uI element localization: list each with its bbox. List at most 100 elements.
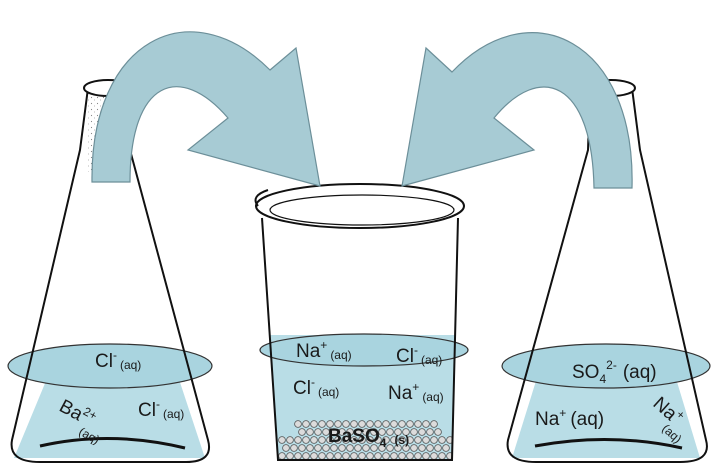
left-flask: [7, 79, 213, 463]
precipitate-particle: [390, 452, 398, 460]
precipitate-particle: [354, 444, 362, 452]
precipitate-particle: [318, 452, 326, 460]
precipitate-particle: [358, 436, 366, 444]
precipitate-particle: [378, 428, 386, 436]
precipitate-particle: [294, 452, 302, 460]
precipitate-particle: [338, 444, 346, 452]
precipitate-particle: [346, 444, 354, 452]
precipitate-particle: [374, 420, 382, 428]
precipitate-particle: [394, 444, 402, 452]
precipitate-particle: [390, 436, 398, 444]
precipitate-particle: [386, 444, 394, 452]
precipitate-particle: [334, 452, 342, 460]
right-flask-base-line: [534, 437, 683, 450]
precipitate-particle: [346, 428, 354, 436]
precipitate-particle: [286, 436, 294, 444]
precipitate-particle: [310, 420, 318, 428]
precipitate-particle: [378, 444, 386, 452]
precipitate-particle: [302, 436, 310, 444]
precipitate-particle: [358, 420, 366, 428]
precipitate-particle: [294, 420, 302, 428]
right-flask-liquid-surface: [501, 343, 711, 389]
precipitate-particle: [394, 428, 402, 436]
precipitate-particle: [398, 436, 406, 444]
precipitate-particle: [302, 420, 310, 428]
precipitate-particle: [426, 428, 434, 436]
precipitate-particle: [278, 436, 286, 444]
left-flask-body: [10, 87, 210, 463]
precipitate-particle: [318, 420, 326, 428]
precipitate-particle: [362, 428, 370, 436]
precipitate-particle: [310, 452, 318, 460]
precipitate-particle: [410, 444, 418, 452]
precipitate-particle: [426, 444, 434, 452]
precipitate-particle: [434, 444, 442, 452]
precipitate-particle: [358, 452, 366, 460]
precipitate-particle: [442, 444, 450, 452]
precipitate-particle: [314, 444, 322, 452]
precipitate-particle: [434, 428, 442, 436]
precipitate-particle: [414, 436, 422, 444]
precipitate-particle: [418, 428, 426, 436]
right-flask: [501, 79, 711, 463]
precipitate-particle: [366, 452, 374, 460]
beaker-rim: [255, 183, 465, 229]
precipitate-particle: [406, 420, 414, 428]
precipitate-particle: [366, 420, 374, 428]
precipitate-particle: [430, 452, 438, 460]
left-flask-liquid-surface: [7, 343, 213, 389]
precipitate-particle: [402, 428, 410, 436]
beaker-body: [261, 217, 459, 461]
precipitate-particle: [398, 420, 406, 428]
precipitate-particle: [386, 428, 394, 436]
precipitate-particle: [374, 452, 382, 460]
precipitate-particle: [334, 436, 342, 444]
precipitate-particle: [338, 428, 346, 436]
precipitate-particle: [430, 420, 438, 428]
precipitate-particle: [414, 452, 422, 460]
precipitate-particle: [362, 444, 370, 452]
beaker-na-top-label: Na+(aq): [296, 338, 352, 362]
precipitate-particle: [290, 444, 298, 452]
precipitate-particle: [422, 436, 430, 444]
precipitate-particle: [306, 428, 314, 436]
beaker-rim-inner: [269, 194, 455, 226]
precipitate-particle: [302, 452, 310, 460]
precipitate-particle: [410, 428, 418, 436]
precipitate-particle: [342, 436, 350, 444]
precipitate-particle: [330, 444, 338, 452]
precipitate-particle: [382, 452, 390, 460]
precipitate-particle: [350, 452, 358, 460]
precipitate-particle: [414, 420, 422, 428]
precipitate-particle: [398, 452, 406, 460]
precipitate-particle: [282, 444, 290, 452]
precipitate-particle: [366, 436, 374, 444]
left-cl-top-label: Cl-(aq): [95, 348, 141, 372]
right-na-left-label: Na+(aq): [535, 406, 604, 430]
beaker-na-mid-label: Na+(aq): [388, 380, 444, 404]
precipitate-particle: [382, 436, 390, 444]
precipitate-particle: [306, 444, 314, 452]
precipitate-particle: [374, 436, 382, 444]
precipitate-particle: [298, 444, 306, 452]
left-cl-right-label: Cl-(aq): [138, 397, 184, 421]
precipitate-particle: [286, 452, 294, 460]
precipitate-particle: [322, 444, 330, 452]
precipitate-particle: [326, 436, 334, 444]
beaker: [254, 183, 469, 461]
left-curved-arrow: [91, 31, 321, 187]
precipitate-particle: [422, 420, 430, 428]
precipitate-particle: [318, 436, 326, 444]
left-flask-base-line: [39, 436, 186, 450]
precipitate-particle: [370, 428, 378, 436]
precipitate-particle: [278, 452, 286, 460]
precipitate-particle: [350, 436, 358, 444]
beaker-spout: [254, 189, 269, 207]
precipitate-particle: [310, 436, 318, 444]
precipitate-particle: [438, 452, 446, 460]
precipitate-particle: [294, 436, 302, 444]
precipitate-particle: [298, 428, 306, 436]
precipitate-particle: [342, 420, 350, 428]
precipitate-particle: [438, 436, 446, 444]
